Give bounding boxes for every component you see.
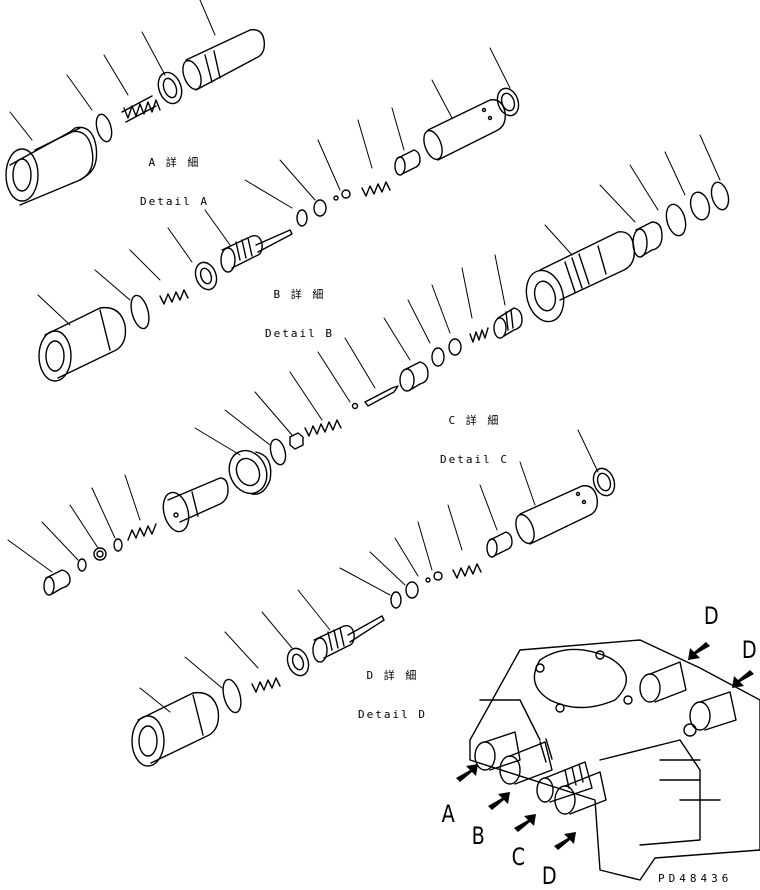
detail-c-ball xyxy=(351,402,359,410)
valve-body xyxy=(469,639,760,881)
valve-spool-d-right xyxy=(683,691,737,737)
detail-b-end-ring xyxy=(496,87,520,117)
detail-b-label-jp: B 詳 細 xyxy=(273,288,326,301)
detail-b-label: B 詳 細 Detail B xyxy=(265,262,334,353)
detail-d-spring xyxy=(452,563,482,579)
detail-c-plug-small xyxy=(43,569,71,596)
detail-b-leaders xyxy=(37,47,511,326)
detail-a-plug xyxy=(5,126,98,206)
arrow-c-icon xyxy=(514,814,536,832)
arrow-label-c: C xyxy=(511,843,526,871)
arrow-b-icon xyxy=(488,792,510,810)
detail-c-oring-4 xyxy=(77,558,87,572)
detail-b-washer xyxy=(313,199,327,217)
detail-b-oring xyxy=(296,209,308,227)
arrow-d-bottom-icon xyxy=(554,832,576,850)
valve-spool-a xyxy=(474,731,521,771)
detail-c-oring-3 xyxy=(269,438,287,466)
detail-c-cap xyxy=(632,221,663,258)
detail-d-washer xyxy=(405,581,419,599)
detail-c-piston xyxy=(162,477,229,533)
detail-c-washer-2 xyxy=(113,538,123,552)
detail-c-nut xyxy=(289,432,304,450)
detail-c-spring-seat xyxy=(493,307,523,339)
detail-d-oring-2 xyxy=(222,678,242,714)
detail-d-nut xyxy=(433,571,443,581)
detail-d-oring xyxy=(390,591,402,609)
detail-b-poppet xyxy=(220,229,293,273)
detail-d-ball xyxy=(425,577,431,583)
detail-a-spring xyxy=(121,95,161,123)
arrow-label-d-top2: D xyxy=(741,636,757,664)
detail-c-leaders xyxy=(194,134,721,456)
detail-c-label-en: Detail C xyxy=(440,453,509,466)
detail-a-assembly xyxy=(5,0,266,206)
detail-c-spring xyxy=(469,327,489,343)
detail-c-spring-3 xyxy=(127,523,157,541)
detail-a-label-jp: A 詳 細 xyxy=(148,156,201,169)
detail-d-label: D 詳 細 Detail D xyxy=(358,643,427,734)
detail-d-sleeve xyxy=(515,485,598,545)
detail-b-sleeve xyxy=(423,99,506,161)
arrow-d-top1-icon xyxy=(688,642,710,660)
detail-a-label: A 詳 細 Detail A xyxy=(140,130,209,221)
detail-a-sleeve xyxy=(182,29,266,91)
detail-d-assembly xyxy=(131,429,616,767)
detail-c-oring-end xyxy=(710,181,730,211)
detail-d-leaders xyxy=(139,429,599,713)
detail-d-poppet xyxy=(312,615,385,663)
detail-b-plug xyxy=(38,306,127,382)
detail-a-oring xyxy=(95,113,113,143)
arrow-d-top2-icon xyxy=(732,670,754,688)
detail-b-ball xyxy=(333,195,339,201)
detail-c-seat xyxy=(399,361,429,392)
detail-c-housing xyxy=(525,231,635,323)
detail-c-large-ring xyxy=(228,449,272,495)
detail-c-washer xyxy=(448,338,462,356)
detail-d-bushing xyxy=(486,531,513,558)
detail-d-seat xyxy=(286,647,310,677)
detail-b-assembly xyxy=(37,47,520,382)
detail-c-oring xyxy=(665,203,687,237)
detail-c-oring-2 xyxy=(431,347,445,367)
detail-c-nut-2 xyxy=(93,547,107,561)
detail-b-spring xyxy=(361,181,391,197)
detail-c-label: C 詳 細 Detail C xyxy=(440,388,509,479)
detail-c-label-jp: C 詳 細 xyxy=(448,414,501,427)
drawing-code: PD48436 xyxy=(658,872,733,885)
arrow-a-icon xyxy=(456,764,478,782)
detail-c-spring-2 xyxy=(304,419,342,437)
detail-b-oring-2 xyxy=(130,294,150,330)
detail-b-bushing xyxy=(394,149,421,176)
arrow-label-d-top1: D xyxy=(703,602,719,630)
detail-d-plug xyxy=(131,691,220,767)
detail-c-pin xyxy=(364,385,399,407)
detail-b-seat xyxy=(194,261,218,291)
arrow-label-d-bottom: D xyxy=(541,862,557,890)
detail-c-backup-ring xyxy=(689,191,711,221)
detail-d-label-en: Detail D xyxy=(358,708,427,721)
detail-c-assembly xyxy=(7,134,730,596)
arrow-label-a: A xyxy=(441,800,455,828)
location-arrows xyxy=(456,642,754,850)
detail-b-nut xyxy=(341,189,351,199)
detail-d-end-ring xyxy=(592,467,616,497)
detail-b-spring-2 xyxy=(159,289,189,305)
detail-d-label-jp: D 詳 細 xyxy=(366,669,419,682)
valve-spool-b xyxy=(499,738,553,785)
detail-a-washer xyxy=(157,71,183,105)
detail-a-label-en: Detail A xyxy=(140,195,209,208)
detail-a-leaders xyxy=(9,0,216,141)
valve-spool-d-top xyxy=(639,661,687,703)
detail-d-spring-2 xyxy=(251,677,281,693)
detail-b-label-en: Detail B xyxy=(265,327,334,340)
arrow-label-b: B xyxy=(471,822,485,850)
valve-spool-d-bottom xyxy=(554,771,607,815)
detail-c-leaders-2 xyxy=(7,474,141,573)
